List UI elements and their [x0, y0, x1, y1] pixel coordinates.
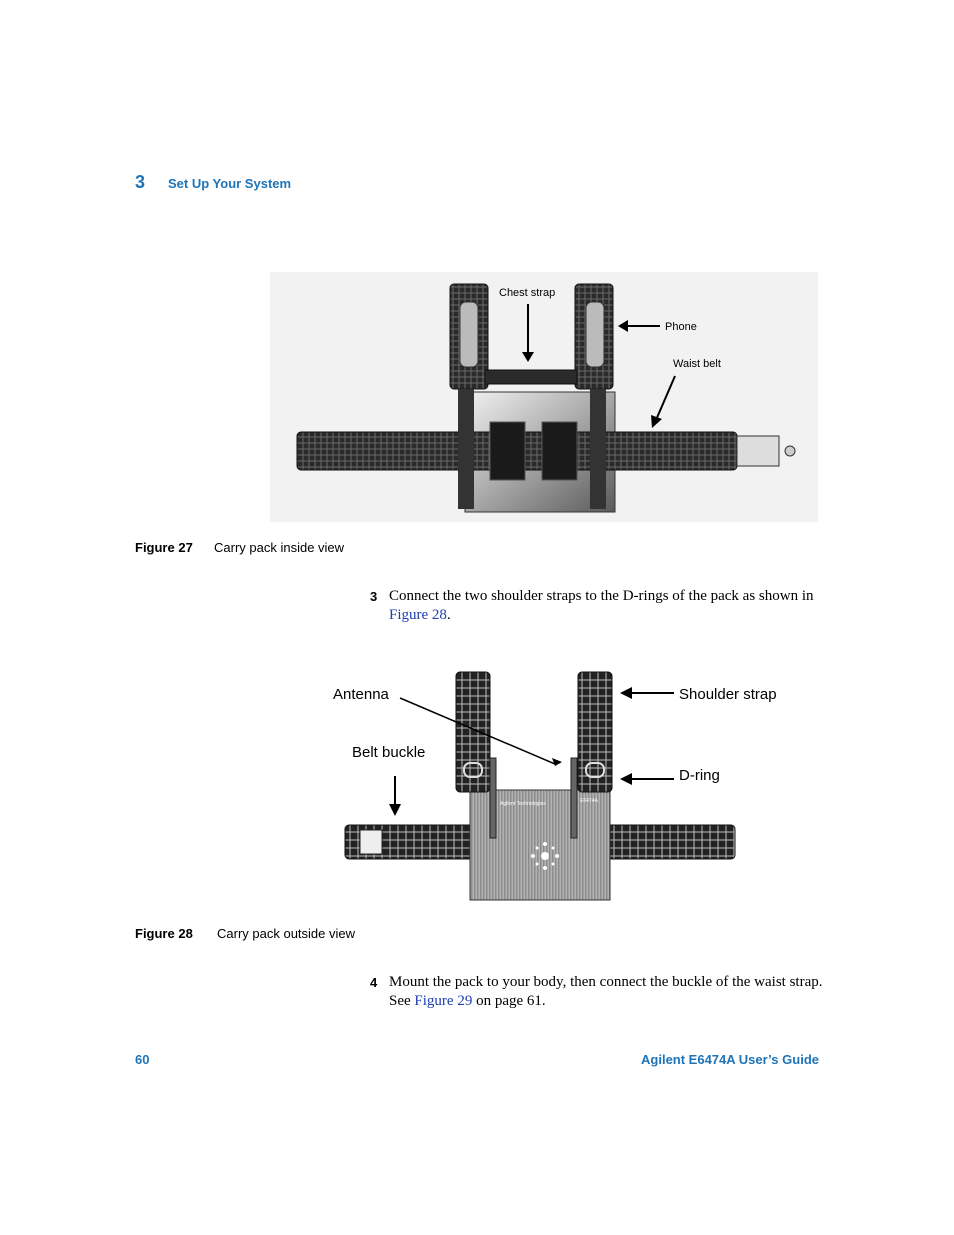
- d-ring-left: [463, 762, 483, 778]
- agilent-logo-icon: [531, 842, 559, 870]
- shoulder-strap-left: [455, 671, 491, 793]
- callout-belt-buckle: Belt buckle: [352, 744, 425, 761]
- guide-title: Agilent E6474A User’s Guide: [641, 1052, 819, 1067]
- callout-shoulder-strap: Shoulder strap: [679, 686, 777, 703]
- phone-left: [459, 301, 479, 368]
- step-3-text: Connect the two shoulder straps to the D…: [389, 587, 829, 625]
- step-4-text: Mount the pack to your body, then connec…: [389, 973, 829, 1011]
- page-number: 60: [135, 1052, 150, 1067]
- callout-antenna: Antenna: [333, 686, 390, 703]
- device-brand-text: Agilent Technologies: [500, 801, 546, 807]
- step-4-body: Mount the pack to your body, then connec…: [389, 974, 823, 1009]
- callout-chest-strap: Chest strap: [499, 287, 555, 299]
- chest-strap: [484, 369, 578, 385]
- callout-waist-belt: Waist belt: [673, 358, 721, 370]
- device-model-text: E6474A: [580, 798, 598, 804]
- step-3-number: 3: [370, 589, 378, 604]
- step-4-tail: on page 61.: [472, 993, 546, 1009]
- step-3-period: .: [446, 607, 451, 623]
- figure-27-caption: Carry pack inside view: [214, 540, 345, 555]
- figure-29-link[interactable]: Figure 29: [414, 993, 473, 1009]
- step-3-body: Connect the two shoulder straps to the D…: [389, 588, 814, 604]
- figure-27-label: Figure 27: [135, 540, 193, 555]
- chapter-number: 3: [135, 172, 146, 192]
- figure-28-label: Figure 28: [135, 926, 193, 941]
- step-4-number: 4: [370, 975, 378, 990]
- chapter-title: Set Up Your System: [168, 176, 292, 191]
- figure-28-link[interactable]: Figure 28: [389, 607, 447, 623]
- phone-right: [585, 301, 605, 368]
- belt-end-buckle: [736, 435, 780, 467]
- figure-28-illustration: Agilent Technologies E6474A Antenna Shou…: [333, 671, 777, 901]
- belt-buckle: [359, 829, 383, 855]
- figure-27-illustration: Chest strap Phone Waist belt: [270, 272, 818, 522]
- shoulder-strap-right: [577, 671, 613, 793]
- figure-28-caption: Carry pack outside view: [217, 926, 355, 941]
- callout-d-ring: D-ring: [679, 767, 720, 784]
- antenna-left: [489, 757, 497, 839]
- d-ring-right: [585, 762, 605, 778]
- callout-phone: Phone: [665, 321, 697, 333]
- antenna-right: [570, 757, 578, 839]
